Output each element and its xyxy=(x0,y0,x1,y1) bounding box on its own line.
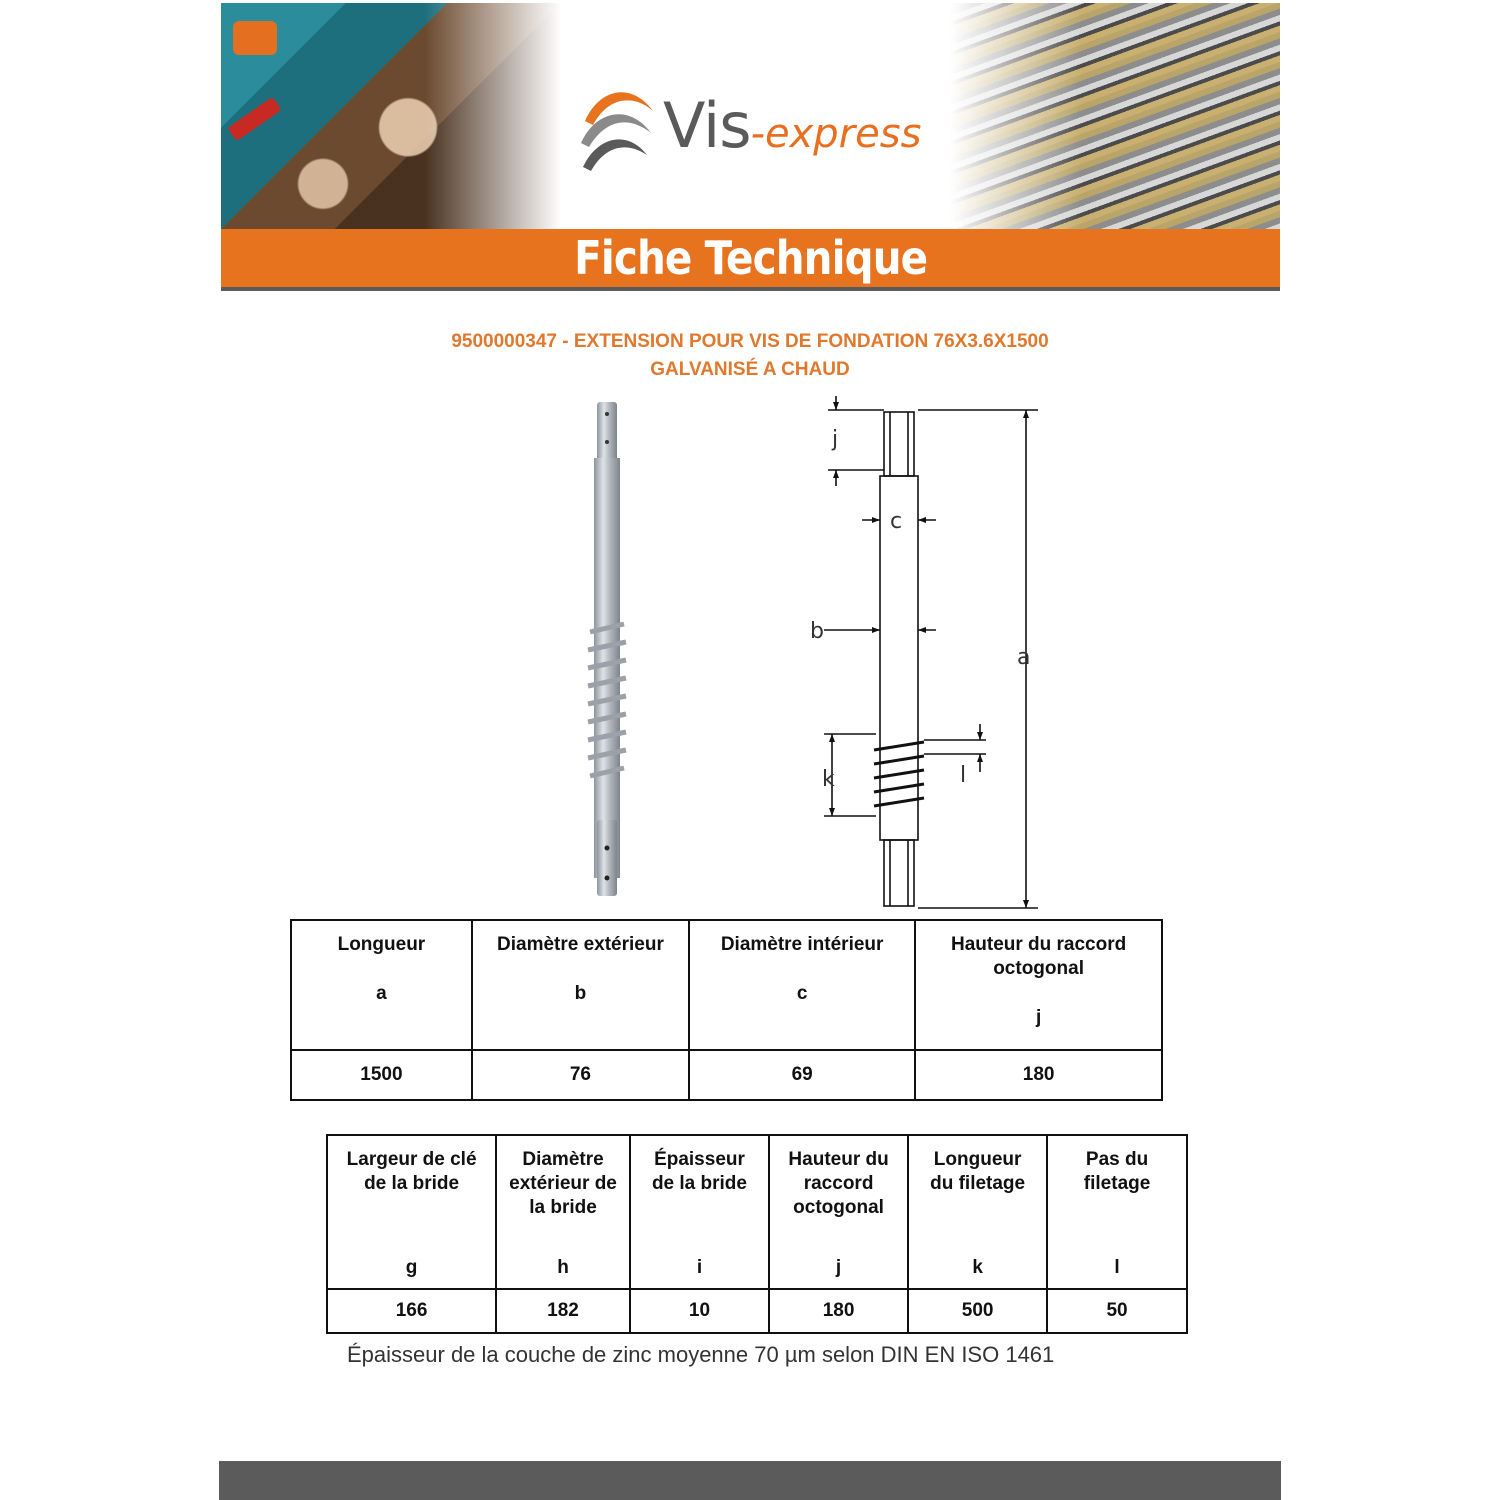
header-cell-largeur-cle: Largeur de clé de la bride g xyxy=(325,1134,498,1290)
product-photo xyxy=(587,402,627,896)
value-cell: 50 xyxy=(1046,1288,1188,1334)
header-cell-diametre-exterieur: Diamètre extérieur b xyxy=(470,919,691,1051)
drawing-helix xyxy=(873,740,925,808)
bolt-hole xyxy=(604,845,610,851)
value-cell: 76 xyxy=(470,1049,691,1101)
technical-drawing: j c b a k l xyxy=(810,396,1038,909)
zinc-coating-note: Épaisseur de la couche de zinc moyenne 7… xyxy=(347,1342,1055,1367)
table-row: 166 182 10 180 500 50 xyxy=(325,1288,1188,1334)
table-row: 1500 76 69 180 xyxy=(290,1049,1163,1101)
drawing-top-fitting xyxy=(883,411,915,477)
banner-divider xyxy=(221,287,1280,291)
dim-label-k: k xyxy=(822,767,835,792)
workshop-photo xyxy=(221,3,561,229)
header-cell-diametre-interieur: Diamètre intérieur c xyxy=(688,919,917,1051)
header-label: Pas du filetage xyxy=(1083,1149,1151,1194)
header-label: Épaisseur de la bride xyxy=(651,1149,747,1194)
header-banner: Vis-express Fiche Technique xyxy=(221,3,1280,291)
value-cell: 180 xyxy=(768,1288,910,1334)
dim-label-a: a xyxy=(1017,645,1030,670)
header-symbol: g xyxy=(405,1257,418,1278)
product-title: 9500000347 - EXTENSION POUR VIS DE FONDA… xyxy=(300,328,1200,384)
header-symbol: l xyxy=(1114,1257,1120,1278)
tape-measure-image xyxy=(233,21,277,55)
product-title-line2: GALVANISÉ A CHAUD xyxy=(650,359,850,380)
header-cell-longueur-filetage: Longueur du filetage k xyxy=(907,1134,1049,1290)
header-cell-diametre-bride: Diamètre extérieur de la bride h xyxy=(495,1134,631,1290)
bolt-hole xyxy=(605,412,609,416)
header-symbol: k xyxy=(972,1257,983,1278)
header-symbol: a xyxy=(376,983,387,1004)
footer-bar xyxy=(219,1461,1281,1500)
bolt-hole xyxy=(604,875,610,881)
header-cell-pas-filetage: Pas du filetage l xyxy=(1046,1134,1188,1290)
header-symbol: b xyxy=(574,983,587,1004)
product-title-line1: 9500000347 - EXTENSION POUR VIS DE FONDA… xyxy=(451,331,1049,352)
screws-photo xyxy=(950,3,1280,229)
logo-vis-text: Vis xyxy=(663,89,752,162)
logo-wordmark: Vis-express xyxy=(663,89,921,162)
header-symbol: c xyxy=(796,983,808,1004)
header-label: Diamètre extérieur de la bride xyxy=(509,1149,617,1218)
value-cell: 182 xyxy=(495,1288,631,1334)
screwdriver-image xyxy=(227,96,282,142)
dim-label-b: b xyxy=(810,619,824,644)
logo-express-text: -express xyxy=(750,111,922,157)
value-cell: 69 xyxy=(688,1049,917,1101)
drawing-bottom-fitting xyxy=(883,839,915,907)
helix-thread xyxy=(587,621,627,779)
header-label: Longueur xyxy=(337,934,426,955)
value-cell: 1500 xyxy=(290,1049,473,1101)
header-symbol: j xyxy=(835,1257,842,1278)
value-cell: 10 xyxy=(628,1288,771,1334)
header-symbol: j xyxy=(1035,1007,1042,1028)
header-cell-hauteur-raccord: Hauteur du raccord octogonal j xyxy=(914,919,1163,1051)
dim-label-l: l xyxy=(960,763,966,788)
value-cell: 166 xyxy=(325,1288,498,1334)
header-label: Hauteur du raccord octogonal xyxy=(788,1149,889,1218)
banner-title-bar: Fiche Technique xyxy=(221,229,1280,287)
bolt-hole xyxy=(605,440,609,444)
table-header-row: Largeur de clé de la bride g Diamètre ex… xyxy=(325,1134,1188,1290)
logo-swoosh-icon xyxy=(581,92,653,171)
table-header-row: Longueur a Diamètre extérieur b Diamètre… xyxy=(290,919,1163,1051)
value-cell: 500 xyxy=(907,1288,1049,1334)
header-label: Longueur du filetage xyxy=(930,1149,1026,1194)
header-label: Hauteur du raccord octogonal xyxy=(950,934,1127,979)
dimensions-table-1: Longueur a Diamètre extérieur b Diamètre… xyxy=(290,919,1163,1101)
header-symbol: i xyxy=(696,1257,703,1278)
header-label: Largeur de clé de la bride xyxy=(346,1149,477,1194)
header-cell-hauteur-raccord: Hauteur du raccord octogonal j xyxy=(768,1134,910,1290)
header-label: Diamètre intérieur xyxy=(720,934,884,955)
pipe-bottom-fitting xyxy=(597,820,617,896)
header-label: Diamètre extérieur xyxy=(497,934,664,955)
header-cell-epaisseur-bride: Épaisseur de la bride i xyxy=(628,1134,771,1290)
vis-express-logo: Vis-express xyxy=(579,81,939,173)
dim-label-c: c xyxy=(890,509,902,534)
dimensions-table-2: Largeur de clé de la bride g Diamètre ex… xyxy=(325,1134,1188,1334)
header-symbol: h xyxy=(557,1257,569,1278)
value-cell: 180 xyxy=(914,1049,1163,1101)
pipe-top-fitting xyxy=(597,402,617,462)
banner-title: Fiche Technique xyxy=(573,231,928,285)
dim-label-j: j xyxy=(831,427,838,452)
header-cell-longueur: Longueur a xyxy=(290,919,473,1051)
